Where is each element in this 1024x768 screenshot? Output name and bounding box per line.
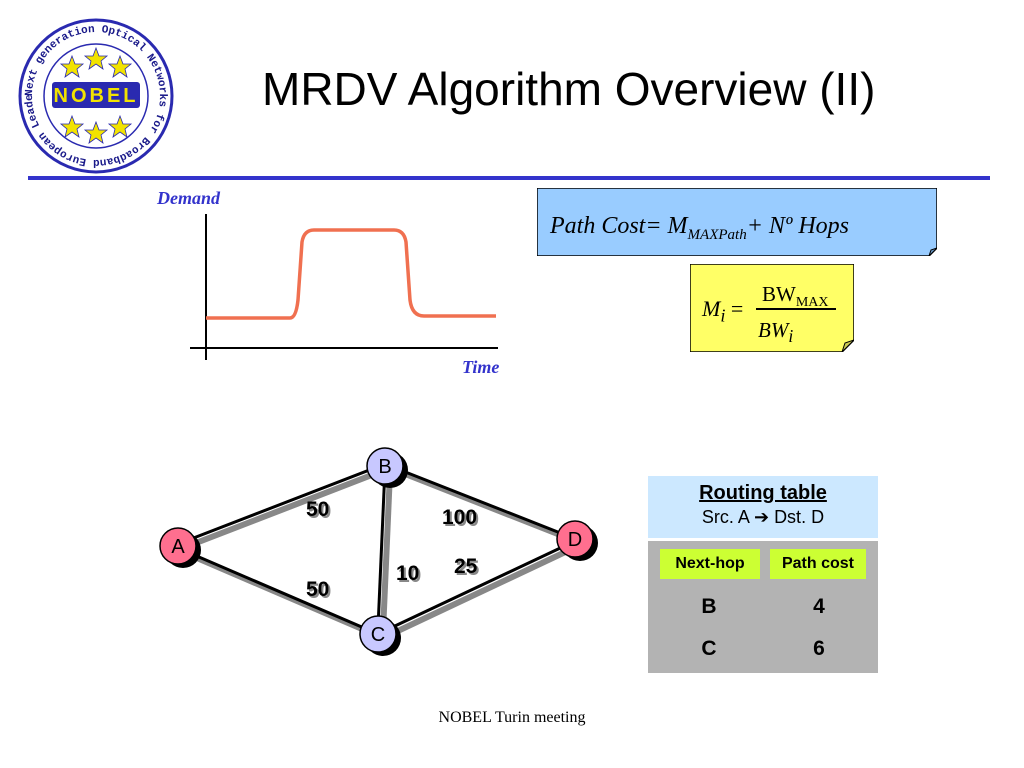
node-d-label: D [568,529,582,551]
demand-axis-label: Demand [157,188,220,208]
mi-fraction-bar [756,308,836,310]
routing-table-title: Routing table [699,482,827,504]
link-label-b-c: 10 [396,562,419,585]
network-nodes: A B C D [159,447,598,656]
title-divider [28,176,990,180]
link-label-a-c-shadow: 50 [308,580,331,603]
mi-denominator: BWi [758,318,793,347]
network-links [177,462,580,641]
table-cell: C [701,637,717,660]
node-b: B [366,447,408,488]
table-cell: 6 [813,637,825,660]
path-cost-m: M [667,213,688,239]
network-diagram: 50 50 50 50 10 10 100 100 25 25 A B C D [159,447,598,656]
link-c-d [377,540,574,636]
link-label-c-d-shadow: 25 [456,557,480,580]
routing-table-src: Src. A [701,507,749,527]
path-cost-prefix: Path Cost [550,213,646,239]
node-a: A [159,527,201,568]
link-label-a-b: 50 [306,498,329,521]
routing-table-subtitle: Src. A ➔ Dst. D [648,507,878,528]
routing-table-header: Routing table Src. A ➔ Dst. D [648,476,878,538]
routing-table-dst: Dst. D [774,507,825,527]
routing-table-body: Next-hop Path cost B 4 C 6 [648,541,878,673]
slide-footer: NOBEL Turin meeting [438,709,586,726]
arrow-right-icon: ➔ [753,507,770,527]
node-c: C [359,615,401,656]
node-c-label: C [371,624,385,646]
table-cell: 4 [813,595,825,618]
link-label-b-d-shadow: 100 [444,508,479,531]
routing-table-col-next-hop: Next-hop [660,549,760,579]
routing-table-col-path-cost: Path cost [770,549,866,579]
path-cost-callout [537,188,937,256]
mi-num-sub: MAX [795,295,829,311]
logo-stars [59,46,133,144]
nobel-logo: Next generation Optical Networks for Bro… [16,16,174,174]
link-label-a-c: 50 [306,578,329,601]
mi-num-bw: BW [762,282,796,306]
link-b-d [384,462,574,540]
link-label-c-d: 25 [454,555,478,578]
mi-numerator: BWMAX [762,282,829,311]
mi-symbol-sub: i [720,305,726,326]
mi-symbol: M [702,296,721,321]
table-cell: B [701,595,717,618]
link-label-a-b-shadow: 50 [308,500,331,523]
slide-title: MRDV Algorithm Overview (II) [262,63,876,115]
mi-den-sub: i [788,326,794,347]
time-axis-label: Time [462,357,500,377]
mi-den-bw: BW [758,318,789,342]
link-labels: 50 50 50 50 10 10 100 100 25 25 [306,498,480,603]
path-cost-equals: = [645,213,662,239]
node-d: D [556,520,598,561]
demand-chart [190,214,498,360]
link-a-b [177,462,386,546]
mi-lhs: Mi = [702,296,743,326]
node-b-label: B [378,456,391,478]
logo-center-text: NOBEL [54,85,139,107]
link-a-c [177,546,379,636]
mi-equals: = [730,296,744,321]
link-label-b-c-shadow: 10 [398,564,421,587]
link-b-c [376,467,387,629]
path-cost-m-sub: MAXPath [687,226,747,243]
demand-curve [206,228,496,320]
path-cost-formula: Path Cost= MMAXPath+ Nº Hops [550,213,849,244]
path-cost-rest: + Nº Hops [746,213,850,239]
link-label-b-d: 100 [442,506,477,529]
node-a-label: A [171,536,185,558]
